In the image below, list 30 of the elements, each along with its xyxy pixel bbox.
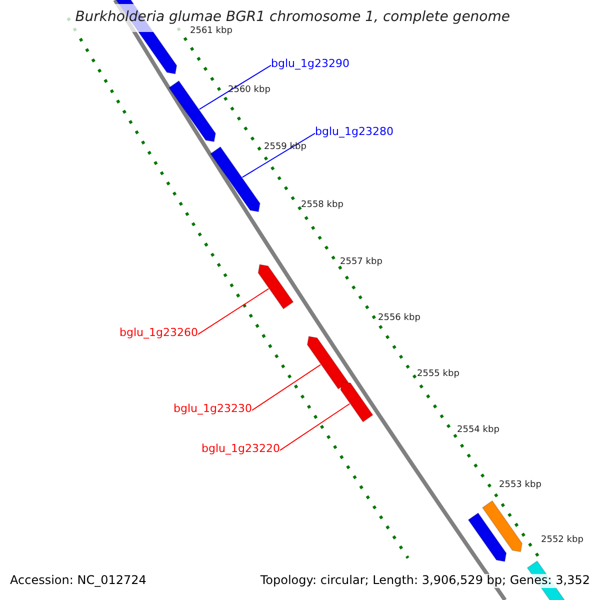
gene-label: bglu_1g23290 xyxy=(271,58,350,71)
scale-tick-label: 2556 kbp xyxy=(378,313,420,324)
genome-summary: Topology: circular; Length: 3,906,529 bp; Genes: 3,352 xyxy=(260,574,590,588)
scale-tick-label: 2555 kbp xyxy=(417,369,460,380)
scale-tick-label: 2557 kbp xyxy=(340,257,382,268)
leader-line xyxy=(242,132,316,178)
title: Burkholderia glumae BGR1 chromosome 1, complete genome xyxy=(75,9,510,26)
gene-feature xyxy=(168,80,216,142)
leader-line xyxy=(198,288,270,335)
scale-tick-label: 2552 kbp xyxy=(541,535,584,546)
leader-line xyxy=(252,364,322,411)
gene-feature xyxy=(306,336,349,390)
gene-feature xyxy=(468,512,507,562)
scale-tick-label: 2561 kbp xyxy=(190,26,232,36)
gene-feature xyxy=(210,146,261,212)
gene-label: bglu_1g23220 xyxy=(202,443,280,456)
scale-tick-label: 2560 kbp xyxy=(228,85,270,96)
leader-line xyxy=(198,64,272,110)
gene-feature xyxy=(340,381,374,423)
gene-label: bglu_1g23280 xyxy=(315,126,394,139)
gene-feature xyxy=(482,500,523,552)
scale-tick-label: 2558 kbp xyxy=(301,200,344,210)
scale-tick-label: 2553 kbp xyxy=(499,480,542,490)
gene-label: bglu_1g23230 xyxy=(174,403,252,416)
gene-feature xyxy=(258,264,294,310)
leader-line xyxy=(280,403,350,451)
gene-label: bglu_1g23260 xyxy=(120,327,198,340)
accession-note: Accession: NC_012724 xyxy=(10,574,146,588)
scale-tick-label: 2554 kbp xyxy=(457,425,500,436)
scale-tick-label: 2559 kbp xyxy=(264,142,306,152)
